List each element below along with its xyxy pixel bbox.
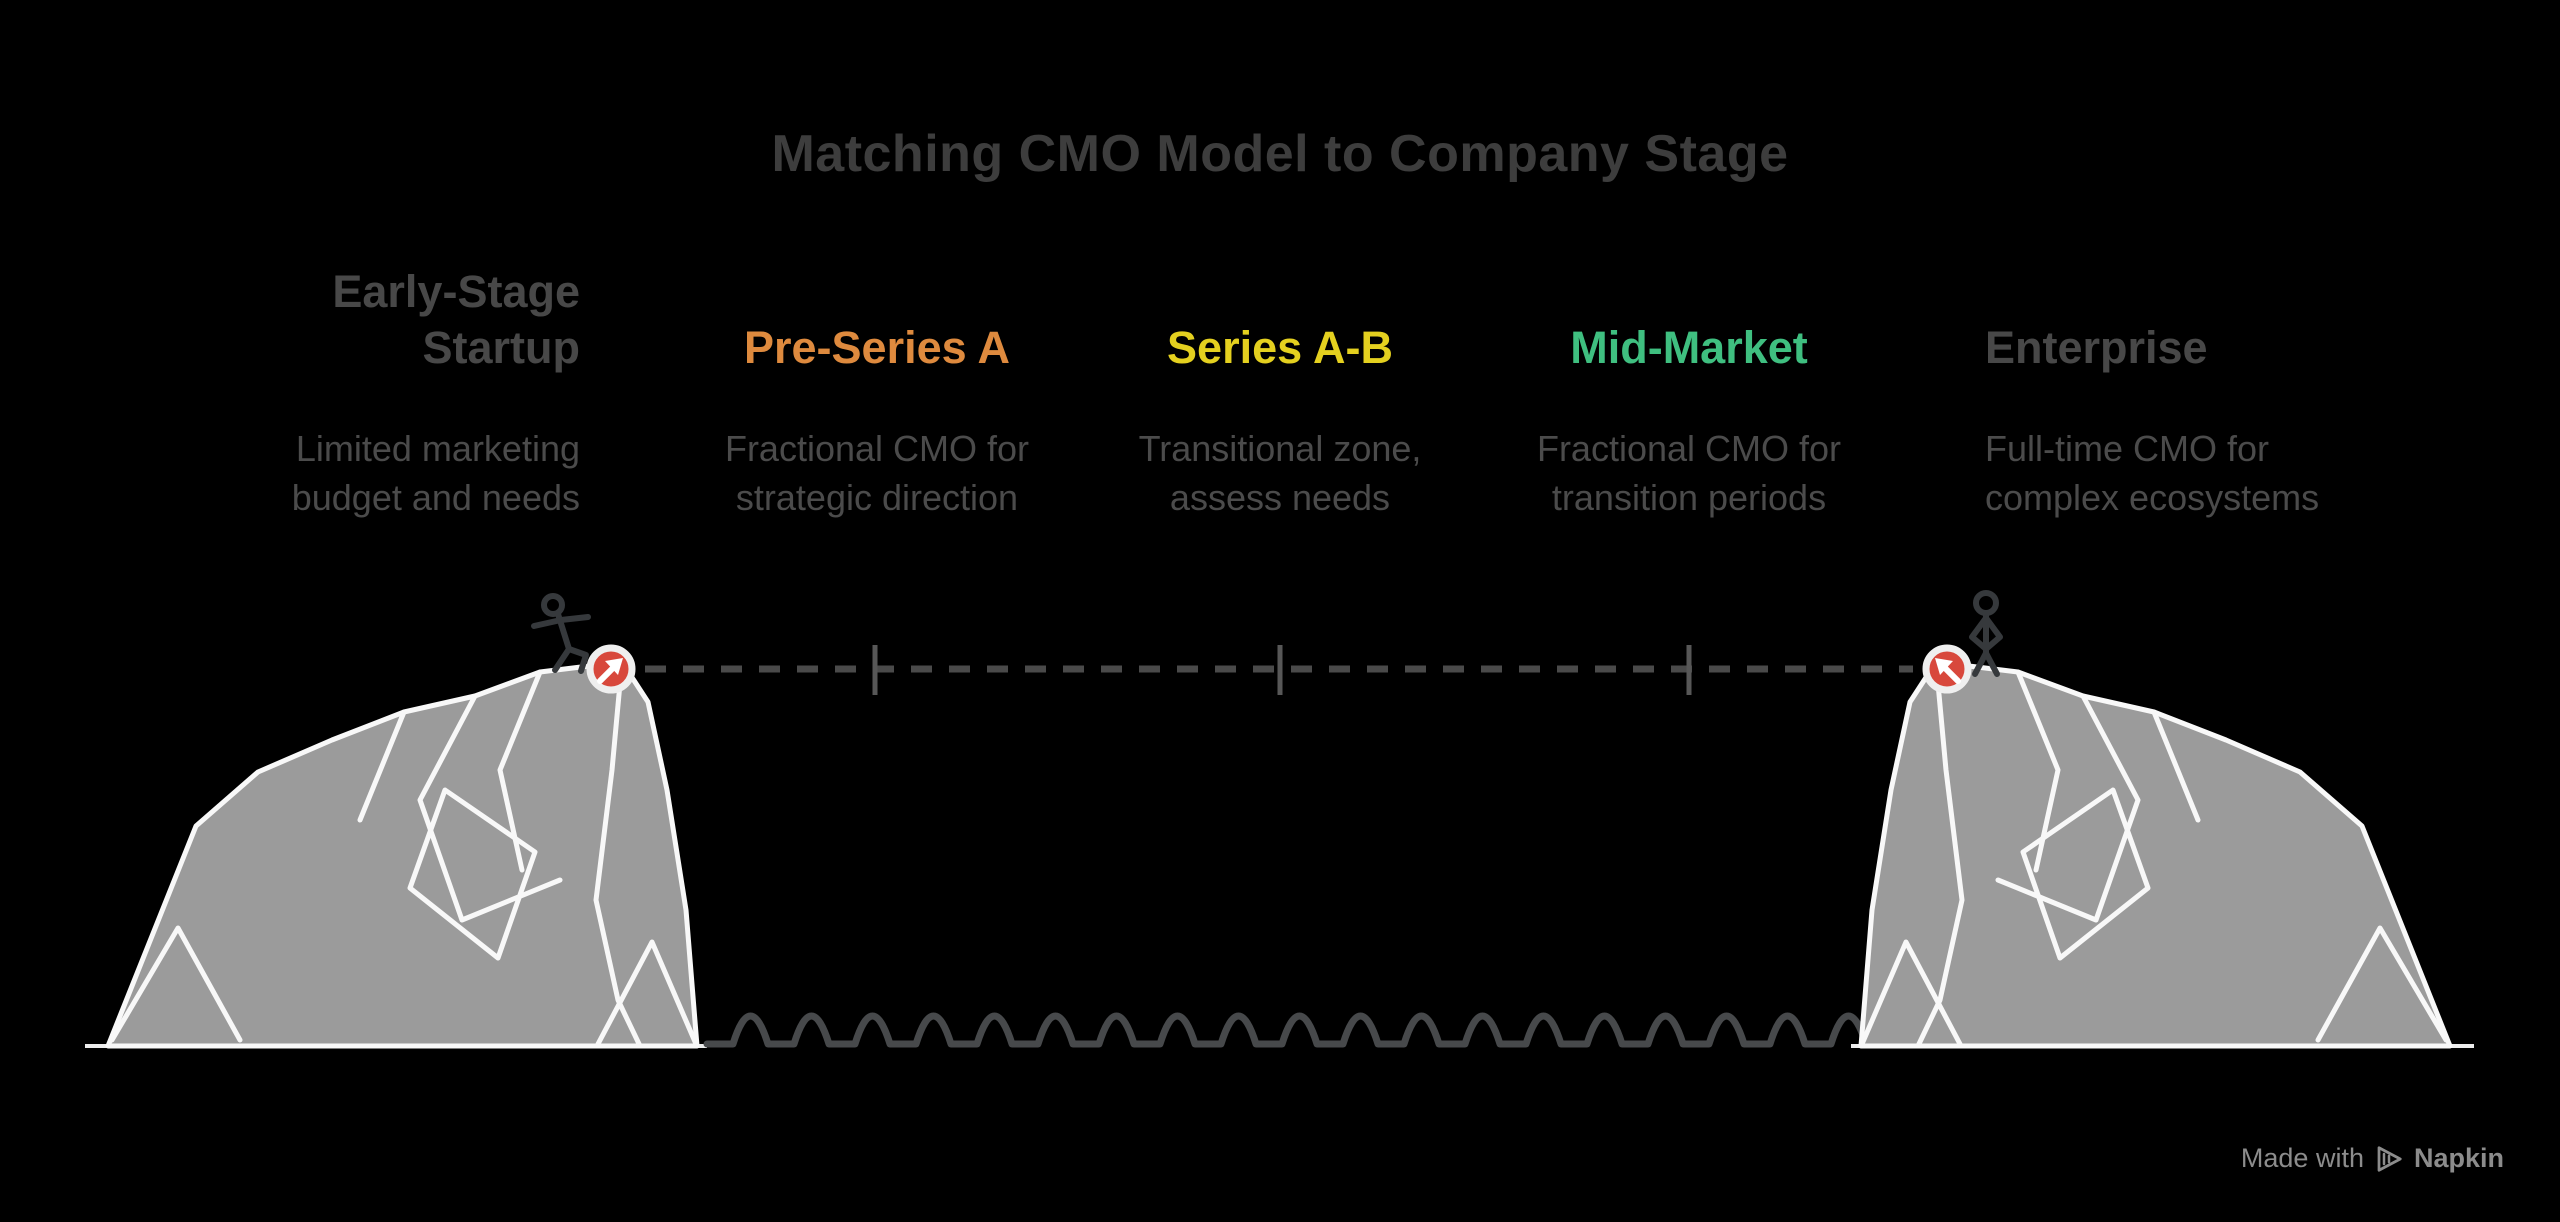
- right-cliff: [1861, 648, 2450, 1046]
- red-anchor-dot: [586, 644, 636, 694]
- napkin-logo-icon: [2377, 1145, 2402, 1172]
- column-description: Full-time CMO for complex ecosystems: [1985, 428, 2320, 518]
- page-title: Matching CMO Model to Company Stage: [771, 125, 1789, 183]
- made-with-napkin-watermark: Made with Napkin: [2241, 1143, 2504, 1174]
- left-cliff: [105, 644, 700, 1049]
- column-description: Limited marketing budget and needs: [291, 428, 580, 518]
- column-early-stage-startup: Early-Stage Startup Limited marketing bu…: [140, 264, 580, 564]
- walking-stick-figure: [531, 593, 591, 674]
- figure-arms: [531, 614, 591, 629]
- rope-segment-ticks: [872, 645, 1692, 695]
- watermark-prefix: Made with: [2240, 1143, 2364, 1173]
- column-label: Pre-Series A: [744, 322, 1010, 373]
- standing-stick-figure: [1969, 590, 2003, 677]
- water-wave-line: [703, 1012, 1870, 1048]
- cliff-facet: [593, 659, 643, 1049]
- figure-leg: [552, 646, 572, 673]
- cliff-facet: [417, 693, 563, 923]
- cliff-shape: [105, 659, 700, 1049]
- column-label: Mid-Market: [1570, 322, 1808, 373]
- anchor-arrow-head: [605, 658, 623, 675]
- figure-head: [541, 593, 565, 617]
- anchor-arrow-shaft: [597, 665, 616, 684]
- figure-arm: [1969, 615, 1989, 652]
- column-series-a-b: Series A-B Transitional zone, assess nee…: [1080, 264, 1480, 564]
- column-label: Series A-B: [1167, 322, 1393, 373]
- watermark-brand: Napkin: [2413, 1143, 2504, 1173]
- cliff-facet: [357, 709, 407, 823]
- cliff-foothill-ridge: [109, 925, 243, 1043]
- column-description: Fractional CMO for strategic direction: [724, 428, 1030, 518]
- figure-leg: [1983, 650, 2000, 677]
- cliff-facet: [407, 787, 538, 961]
- column-label: Enterprise: [1985, 322, 2208, 373]
- figure-arm: [1983, 615, 2003, 652]
- column-enterprise: Enterprise Full-time CMO for complex eco…: [1985, 264, 2445, 564]
- column-mid-market: Mid-Market Fractional CMO for transition…: [1489, 264, 1889, 564]
- cliff-foothill-ridge: [595, 939, 699, 1047]
- figure-leg: [1972, 650, 1989, 677]
- figure-leg: [566, 646, 589, 674]
- column-description: Transitional zone, assess needs: [1138, 428, 1422, 518]
- column-pre-series-a: Pre-Series A Fractional CMO for strategi…: [677, 264, 1077, 564]
- column-label: Early-Stage Startup: [332, 266, 580, 373]
- column-description: Fractional CMO for transition periods: [1536, 428, 1842, 518]
